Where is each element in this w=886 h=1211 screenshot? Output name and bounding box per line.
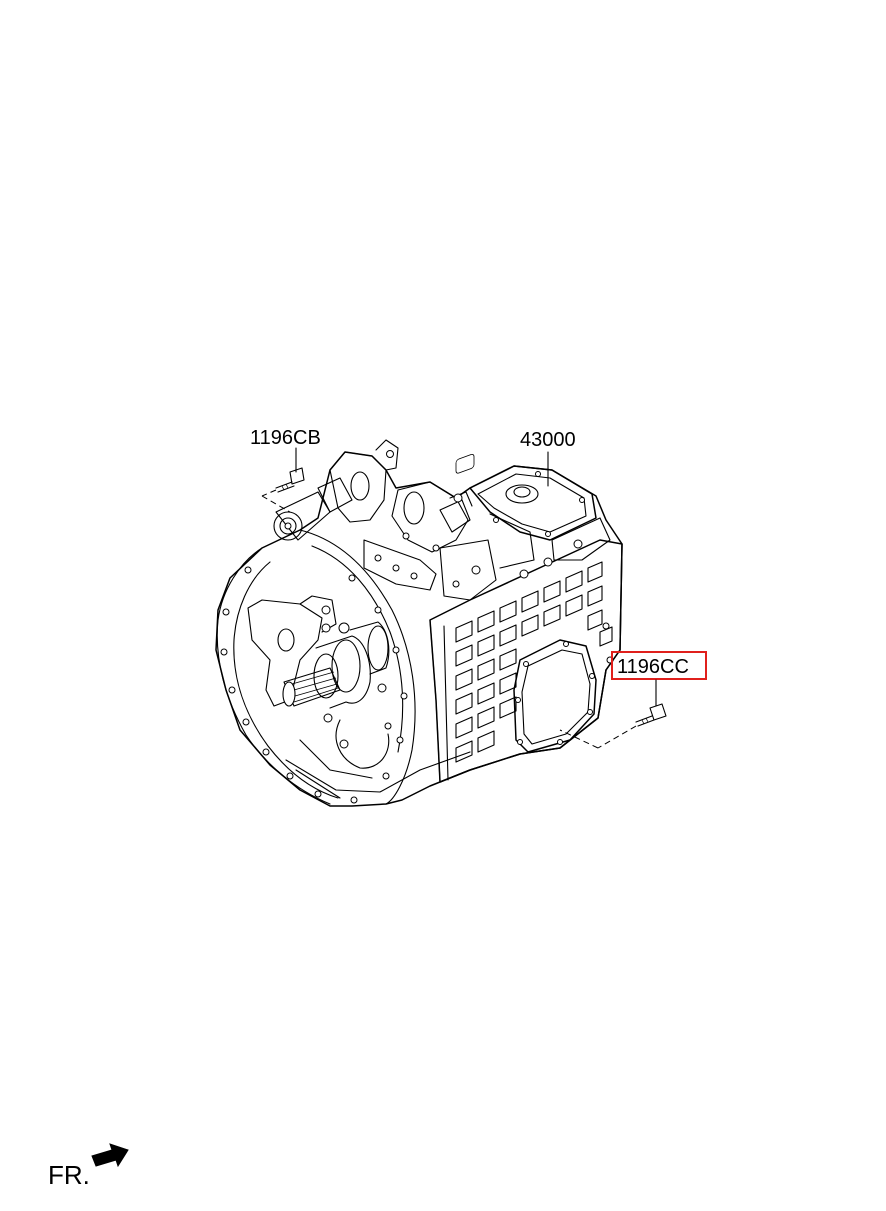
arrow-front-icon (91, 1143, 129, 1168)
transmission-assembly (215, 439, 623, 807)
callout-highlight-box (611, 651, 707, 680)
callout-1196CC[interactable]: 1196CC (617, 656, 689, 678)
bolt-1196CB (261, 447, 305, 513)
bolt-1196CC (559, 679, 667, 749)
rib-cells (455, 561, 613, 763)
front-orientation: FR. (48, 1143, 129, 1190)
callout-1196CB: 1196CB (250, 427, 321, 449)
bell-housing-bolts (220, 566, 408, 804)
shift-linkage (273, 439, 535, 601)
side-cover-plate (513, 622, 614, 753)
input-shaft (282, 621, 392, 749)
callout-43000: 43000 (520, 429, 576, 451)
top-cover (469, 465, 611, 579)
front-label: FR. (48, 1160, 90, 1190)
case-rib-grid (455, 453, 475, 474)
